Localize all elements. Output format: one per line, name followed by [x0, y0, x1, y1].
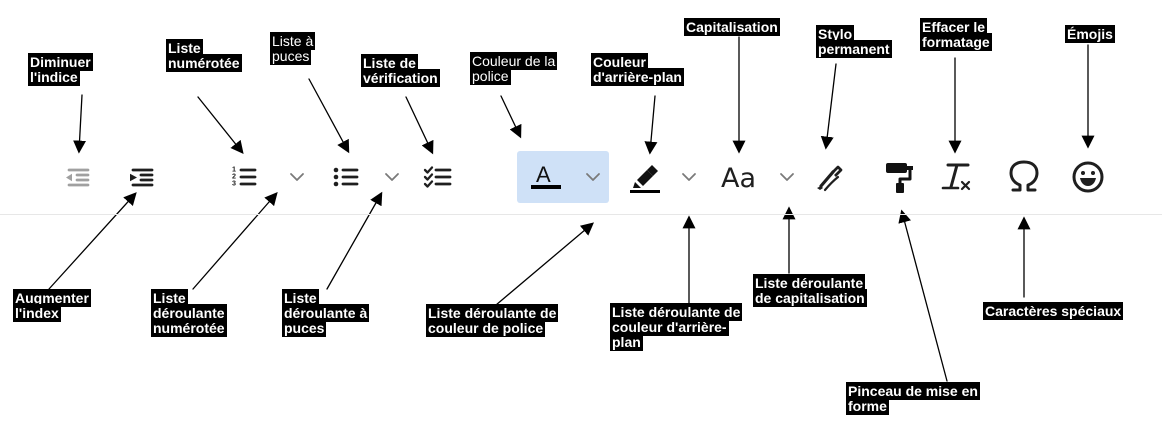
capitalization-icon: Aa — [721, 163, 756, 194]
callout-checklist: Liste de vérification — [361, 54, 440, 88]
checklist-icon — [423, 166, 452, 188]
svg-text:2: 2 — [232, 172, 236, 181]
svg-text:1: 1 — [232, 165, 236, 174]
chevron-down-icon — [780, 173, 794, 181]
callout-permanent-pen: Stylo permanent — [816, 25, 892, 59]
paint-roller-icon — [886, 163, 913, 193]
callout-numbered-list-dropdown: Liste déroulante numérotée — [151, 289, 227, 338]
capitalization-dropdown-button[interactable] — [775, 163, 799, 191]
font-color-control: A — [517, 151, 609, 203]
arrow-background-color — [644, 95, 658, 155]
bulleted-list-dropdown-button[interactable] — [380, 163, 404, 191]
numbered-list-icon: 1 2 3 — [232, 165, 257, 188]
format-painter-button[interactable] — [879, 157, 921, 197]
font-color-dropdown-button[interactable] — [581, 163, 605, 191]
arrow-numbered-list-dropdown — [192, 192, 278, 290]
callout-capitalization: Capitalisation — [684, 18, 780, 36]
emojis-button[interactable] — [1068, 157, 1108, 197]
permanent-pen-button[interactable] — [808, 157, 850, 197]
arrow-font-color — [500, 95, 522, 139]
pen-icon — [817, 165, 843, 192]
arrow-checklist — [405, 96, 434, 155]
clear-formatting-icon — [941, 163, 971, 191]
callout-increase-indent: Augmenter l'index — [13, 289, 91, 323]
callout-background-color: Couleur d'arrière-plan — [591, 53, 684, 87]
omega-icon — [1009, 160, 1039, 192]
decrease-indent-button[interactable] — [62, 161, 94, 193]
callout-emojis: Émojis — [1065, 25, 1115, 43]
callout-numbered-list: Liste numérotée — [166, 39, 242, 73]
special-characters-button[interactable] — [1003, 158, 1045, 196]
chevron-down-icon — [385, 173, 399, 181]
arrow-bulleted-list-dropdown — [326, 191, 383, 290]
arrow-bulleted-list — [308, 78, 350, 154]
decrease-indent-icon — [66, 168, 90, 187]
font-color-glyph: A — [536, 162, 551, 187]
callout-bulleted-list: Liste à puces — [270, 32, 316, 66]
callout-format-painter: Pinceau de mise en forme — [846, 382, 980, 416]
callout-bulleted-list-dropdown: Liste déroulante à puces — [282, 289, 370, 338]
arrow-permanent-pen — [820, 63, 837, 150]
chevron-down-icon — [586, 173, 600, 181]
background-color-dropdown-button[interactable] — [677, 163, 701, 191]
capitalization-button[interactable]: Aa — [714, 161, 762, 195]
increase-indent-button[interactable] — [126, 161, 158, 193]
bulleted-list-button[interactable] — [330, 161, 362, 193]
capitalization-glyph: Aa — [721, 163, 756, 194]
arrow-numbered-list — [197, 96, 244, 155]
callout-font-color: Couleur de la police — [470, 52, 558, 86]
background-color-button[interactable] — [625, 157, 667, 197]
checklist-button[interactable] — [421, 161, 455, 193]
arrow-font-color-dropdown — [495, 222, 594, 306]
callout-font-color-dropdown: Liste déroulante de couleur de police — [426, 304, 559, 338]
numbered-list-button[interactable]: 1 2 3 — [228, 161, 260, 193]
callout-clear-formatting: Effacer le formatage — [920, 18, 992, 52]
callout-special-characters: Caractères spéciaux — [983, 302, 1124, 320]
callout-background-color-dropdown: Liste déroulante de couleur d'arrière-pl… — [610, 303, 743, 352]
increase-indent-icon — [130, 168, 154, 187]
callout-decrease-indent: Diminuer l'indice — [28, 53, 93, 87]
bulleted-list-icon — [333, 167, 359, 187]
numbered-list-dropdown-button[interactable] — [285, 163, 309, 191]
chevron-down-icon — [290, 173, 304, 181]
formatting-toolbar: 1 2 3 — [0, 140, 1162, 215]
arrow-decrease-indent — [73, 94, 87, 154]
smiley-icon — [1072, 161, 1104, 193]
svg-text:3: 3 — [232, 179, 236, 188]
chevron-down-icon — [682, 173, 696, 181]
font-color-icon: A — [531, 162, 561, 189]
clear-formatting-button[interactable] — [936, 157, 978, 197]
highlighter-icon — [630, 165, 660, 193]
callout-capitalization-dropdown: Liste déroulante de capitalisation — [753, 274, 867, 308]
arrow-format-painter — [898, 209, 948, 382]
font-color-button[interactable]: A — [527, 160, 569, 194]
arrow-increase-indent — [48, 192, 137, 290]
